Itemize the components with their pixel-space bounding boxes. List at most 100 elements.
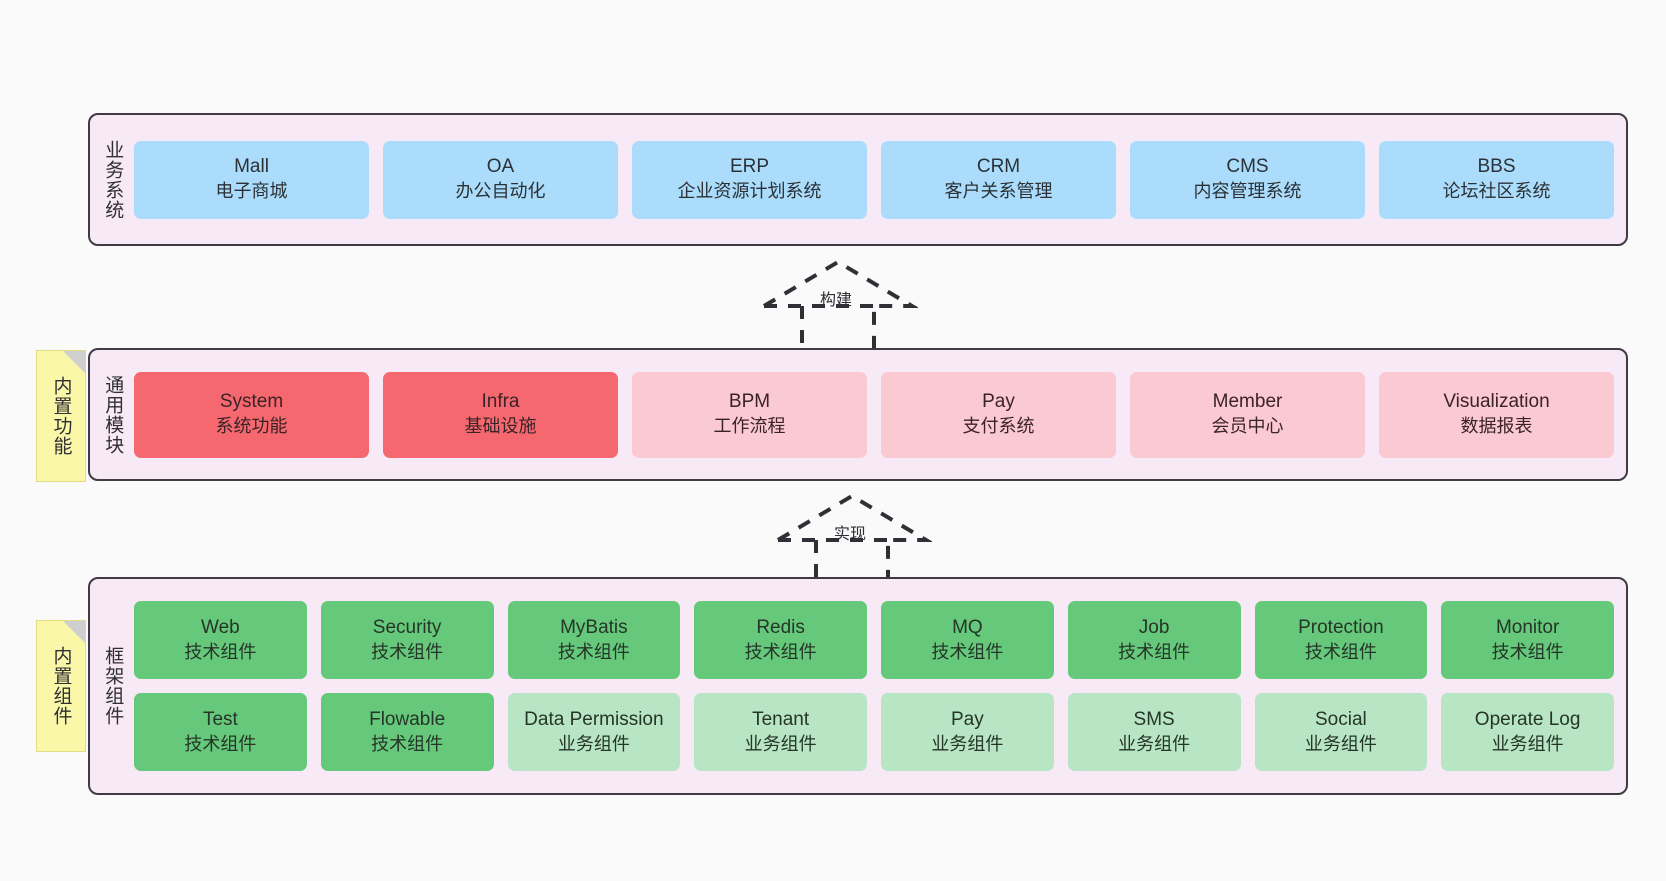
box-system[interactable]: System 系统功能: [134, 371, 369, 458]
box-subtitle: 客户关系管理: [944, 181, 1053, 202]
box-title: BBS: [1477, 156, 1516, 178]
layer-body-common-modules: System 系统功能 Infra 基础设施 BPM 工作流程 Pay 支付系统…: [134, 350, 1626, 479]
box-subtitle: 业务组件: [1118, 733, 1191, 754]
box-protection[interactable]: Protection 技术组件: [1254, 601, 1428, 679]
note-fold-icon: [63, 621, 85, 643]
box-row: Web 技术组件 Security 技术组件 MyBatis 技术组件 Redi…: [134, 601, 1614, 679]
box-row: Mall 电子商城 OA 办公自动化 ERP 企业资源计划系统 CRM 客户关系…: [134, 140, 1614, 219]
box-cms[interactable]: CMS 内容管理系统: [1130, 140, 1365, 219]
box-subtitle: 企业资源计划系统: [677, 181, 822, 202]
box-subtitle: 业务组件: [744, 733, 817, 754]
box-title: CMS: [1226, 156, 1269, 178]
box-subtitle: 业务组件: [931, 733, 1004, 754]
box-subtitle: 技术组件: [744, 641, 817, 662]
box-security[interactable]: Security 技术组件: [320, 601, 494, 679]
box-title: OA: [486, 156, 515, 178]
layer-title-business-systems: 业务系统: [102, 139, 124, 220]
box-bpm[interactable]: BPM 工作流程: [632, 371, 867, 458]
box-operate-log[interactable]: Operate Log 业务组件: [1441, 693, 1614, 771]
box-mybatis[interactable]: MyBatis 技术组件: [507, 601, 681, 679]
box-redis[interactable]: Redis 技术组件: [694, 601, 867, 679]
box-pay-component[interactable]: Pay 业务组件: [881, 693, 1054, 771]
box-title: Pay: [982, 391, 1015, 413]
box-title: Protection: [1298, 616, 1384, 638]
box-job[interactable]: Job 技术组件: [1067, 601, 1241, 679]
box-title: BPM: [728, 391, 771, 413]
box-subtitle: 内容管理系统: [1193, 181, 1302, 202]
box-title: Infra: [481, 391, 520, 413]
box-subtitle: 技术组件: [184, 733, 257, 754]
box-title: Tenant: [752, 708, 810, 730]
layer-common-modules: 通用模块 System 系统功能 Infra 基础设施 BPM 工作流程 Pay…: [88, 348, 1628, 481]
box-subtitle: 办公自动化: [455, 181, 546, 202]
box-title: Data Permission: [524, 708, 664, 730]
box-flowable[interactable]: Flowable 技术组件: [320, 693, 494, 771]
box-subtitle: 业务组件: [557, 733, 630, 754]
box-web[interactable]: Web 技术组件: [134, 601, 307, 679]
box-title: Visualization: [1443, 391, 1550, 413]
box-title: Redis: [756, 616, 805, 638]
box-subtitle: 基础设施: [464, 416, 537, 437]
box-visualization[interactable]: Visualization 数据报表: [1379, 371, 1614, 458]
box-crm[interactable]: CRM 客户关系管理: [881, 140, 1116, 219]
box-member[interactable]: Member 会员中心: [1130, 371, 1365, 458]
box-subtitle: 论坛社区系统: [1442, 181, 1551, 202]
box-subtitle: 支付系统: [962, 416, 1035, 437]
generalization-arrow-icon: [762, 259, 920, 352]
box-subtitle: 技术组件: [371, 641, 444, 662]
box-title: Mall: [234, 156, 269, 178]
box-subtitle: 工作流程: [713, 416, 786, 437]
box-social[interactable]: Social 业务组件: [1254, 693, 1428, 771]
box-bbs[interactable]: BBS 论坛社区系统: [1379, 140, 1614, 219]
connector-implement: 实现: [772, 490, 934, 588]
note-fold-icon: [63, 351, 85, 373]
box-title: ERP: [729, 156, 770, 178]
layer-body-business-systems: Mall 电子商城 OA 办公自动化 ERP 企业资源计划系统 CRM 客户关系…: [134, 115, 1626, 244]
note-builtin-components: 内置组件: [36, 620, 86, 752]
box-subtitle: 技术组件: [184, 641, 257, 662]
box-subtitle: 业务组件: [1491, 733, 1564, 754]
box-subtitle: 业务组件: [1304, 733, 1377, 754]
box-title: MyBatis: [560, 616, 628, 638]
generalization-arrow-icon: [776, 493, 934, 586]
box-mall[interactable]: Mall 电子商城: [134, 140, 369, 219]
note-label: 内置功能: [50, 376, 72, 456]
box-title: Security: [372, 616, 442, 638]
box-subtitle: 电子商城: [215, 181, 288, 202]
connector-build-label: 构建: [820, 292, 853, 309]
note-builtin-features: 内置功能: [36, 350, 86, 482]
box-subtitle: 技术组件: [557, 641, 630, 662]
box-data-permission[interactable]: Data Permission 业务组件: [507, 693, 681, 771]
box-oa[interactable]: OA 办公自动化: [383, 140, 618, 219]
box-pay[interactable]: Pay 支付系统: [881, 371, 1116, 458]
box-tenant[interactable]: Tenant 业务组件: [694, 693, 867, 771]
connector-implement-label: 实现: [834, 526, 867, 543]
box-monitor[interactable]: Monitor 技术组件: [1441, 601, 1614, 679]
box-title: Job: [1138, 616, 1170, 638]
box-row: Test 技术组件 Flowable 技术组件 Data Permission …: [134, 693, 1614, 771]
box-title: Operate Log: [1474, 708, 1581, 730]
box-title: Pay: [951, 708, 984, 730]
box-infra[interactable]: Infra 基础设施: [383, 371, 618, 458]
box-subtitle: 技术组件: [1491, 641, 1564, 662]
note-label: 内置组件: [50, 646, 72, 726]
box-title: Test: [202, 708, 238, 730]
layer-framework-components: 框架组件 Web 技术组件 Security 技术组件 MyBatis 技术组件…: [88, 577, 1628, 795]
layer-title-common-modules: 通用模块: [102, 374, 124, 455]
box-subtitle: 技术组件: [1304, 641, 1377, 662]
box-title: Member: [1212, 391, 1283, 413]
box-subtitle: 技术组件: [1118, 641, 1191, 662]
layer-business-systems: 业务系统 Mall 电子商城 OA 办公自动化 ERP 企业资源计划系统 CRM…: [88, 113, 1628, 246]
box-title: Flowable: [369, 708, 446, 730]
box-sms[interactable]: SMS 业务组件: [1067, 693, 1241, 771]
box-title: Social: [1315, 708, 1367, 730]
box-title: CRM: [976, 156, 1021, 178]
box-test[interactable]: Test 技术组件: [134, 693, 307, 771]
box-erp[interactable]: ERP 企业资源计划系统: [632, 140, 867, 219]
box-row: System 系统功能 Infra 基础设施 BPM 工作流程 Pay 支付系统…: [134, 371, 1614, 458]
box-mq[interactable]: MQ 技术组件: [881, 601, 1054, 679]
box-title: MQ: [952, 616, 983, 638]
box-title: System: [219, 391, 284, 413]
box-subtitle: 技术组件: [931, 641, 1004, 662]
